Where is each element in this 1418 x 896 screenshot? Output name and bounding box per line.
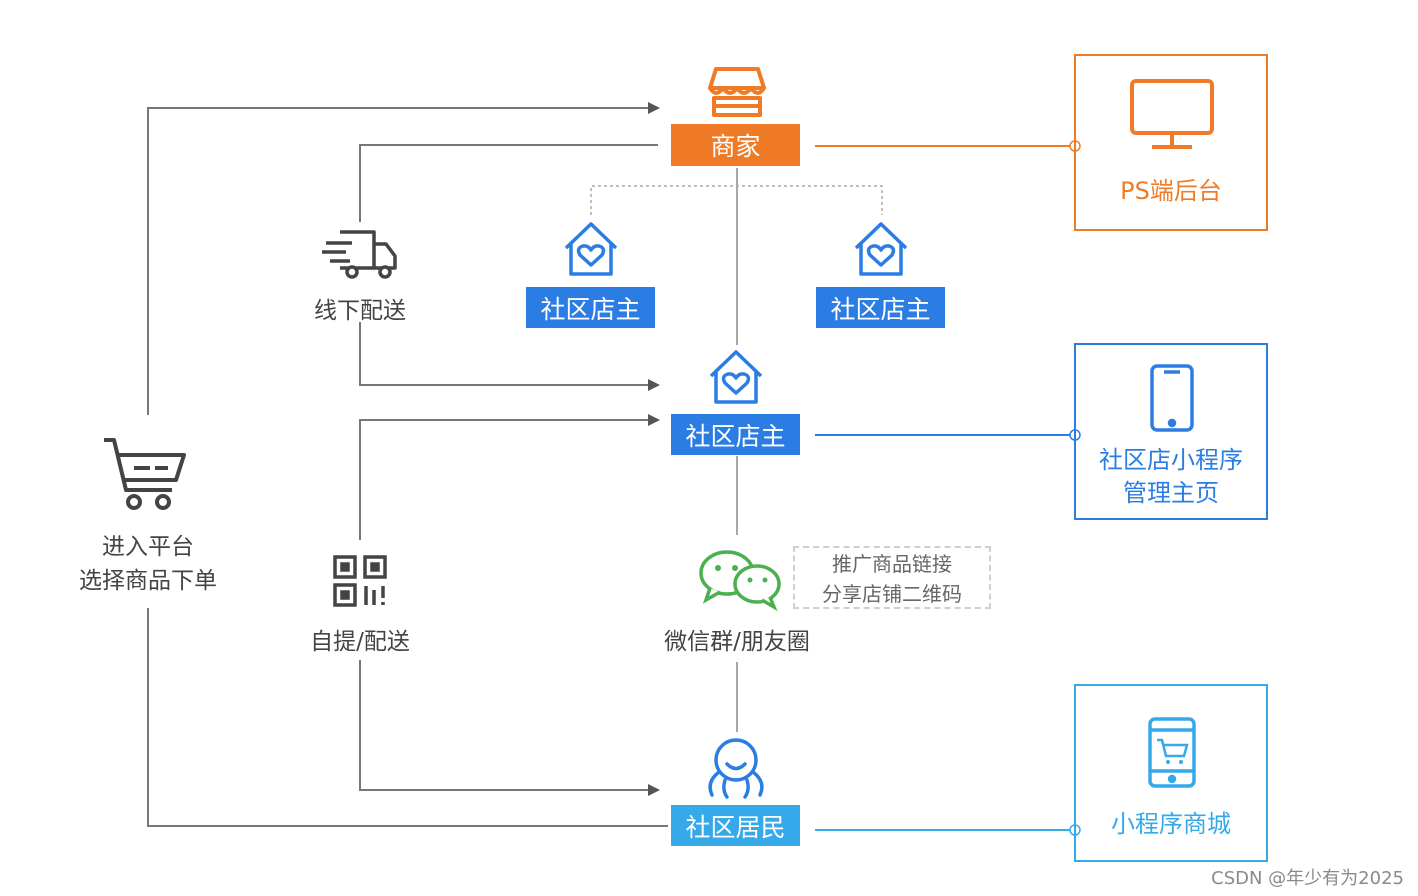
connector-resident-to-merchant (147, 608, 668, 827)
promotion-note-line2: 分享店铺二维码 (822, 582, 962, 606)
person-icon (708, 738, 764, 799)
community-resident-label: 社区居民 (671, 805, 800, 846)
house-heart-icon (854, 222, 908, 276)
phone-icon (1150, 364, 1194, 432)
monitor-icon (1130, 79, 1214, 149)
house-heart-icon (564, 222, 618, 276)
truck-icon (322, 230, 397, 279)
phone-cart-icon (1148, 717, 1196, 788)
shop-icon (708, 67, 766, 117)
pickup-delivery-label: 自提/配送 (310, 629, 410, 655)
house-heart-icon (709, 350, 763, 404)
promotion-note-line1: 推广商品链接 (832, 552, 952, 576)
community-owner-left-label: 社区店主 (526, 287, 655, 328)
dashed-branch (590, 185, 883, 215)
enter-platform-line1: 进入平台 (102, 534, 194, 560)
cart-icon (104, 438, 186, 510)
connector-delivery-to-owner (359, 322, 660, 391)
store-app-panel: 社区店小程序 管理主页 (1074, 343, 1268, 520)
connector-merchant-to-delivery (359, 144, 658, 222)
offline-delivery-label: 线下配送 (314, 298, 406, 324)
mini-mall-panel: 小程序商城 (1074, 684, 1268, 862)
promotion-note: 推广商品链接 分享店铺二维码 (793, 546, 991, 609)
wechat-icon (699, 550, 781, 612)
qr-code-icon (333, 555, 387, 607)
store-app-label-line2: 管理主页 (1123, 479, 1219, 507)
enter-platform-line2: 选择商品下单 (79, 568, 217, 594)
connector-platform-to-merchant (147, 102, 660, 415)
watermark: CSDN @年少有为2025 (1211, 868, 1404, 889)
store-app-label-line1: 社区店小程序 (1099, 446, 1243, 474)
community-owner-main-label: 社区店主 (671, 414, 800, 455)
mini-mall-label: 小程序商城 (1111, 810, 1231, 838)
connector-pickup-to-resident (359, 660, 660, 796)
ps-backend-label: PS端后台 (1120, 177, 1222, 205)
wechat-label: 微信群/朋友圈 (664, 629, 810, 655)
connector-pickup-to-owner (359, 414, 660, 540)
community-owner-right-label: 社区店主 (816, 287, 945, 328)
ps-backend-panel: PS端后台 (1074, 54, 1268, 231)
merchant-label: 商家 (671, 124, 800, 166)
